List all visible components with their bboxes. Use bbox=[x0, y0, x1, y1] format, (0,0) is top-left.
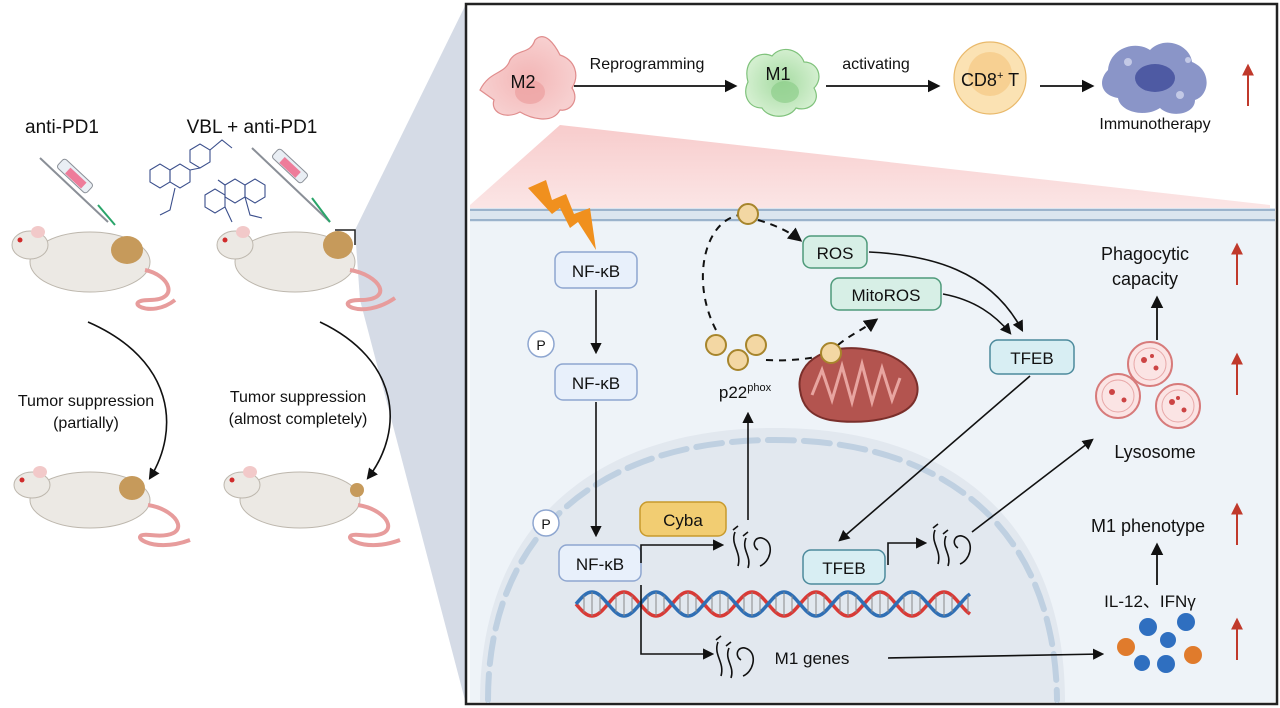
arrow-col1 bbox=[87, 321, 168, 480]
phago-line1: Phagocytic bbox=[1101, 244, 1189, 264]
dashed-path-to-membrane bbox=[702, 214, 741, 331]
syringe-icon bbox=[251, 147, 331, 223]
tfeb-nuclear-label: TFEB bbox=[822, 559, 865, 578]
nfkb-label-1: NF-κB bbox=[572, 262, 620, 281]
immunotherapy-label: Immunotherapy bbox=[1099, 116, 1210, 133]
arrow-mrna-lysosome bbox=[971, 438, 1094, 533]
phago-line2: capacity bbox=[1112, 269, 1178, 289]
p22-membrane-icon bbox=[737, 203, 759, 225]
arrow-m1genes-cytokines bbox=[887, 648, 1105, 660]
zoom-wedge bbox=[355, 4, 466, 704]
dashed-arrow-to-mitoros bbox=[837, 318, 879, 346]
arrow-tfeb-nucleus bbox=[838, 375, 1031, 542]
m1-genes-label: M1 genes bbox=[775, 649, 850, 668]
arrow-ros-tfeb bbox=[868, 251, 1024, 332]
col2-result-line1: Tumor suppression bbox=[230, 389, 366, 406]
mrna-icon bbox=[715, 635, 755, 679]
nfkb-label-2: NF-κB bbox=[572, 374, 620, 393]
p22phox-complex-icon bbox=[705, 334, 767, 371]
mitoros-node bbox=[830, 277, 942, 311]
arrow-col2 bbox=[319, 321, 391, 480]
arrow-mitoros-tfeb bbox=[942, 293, 1012, 335]
nfkb-node-2 bbox=[554, 363, 638, 401]
ros-label: ROS bbox=[817, 244, 854, 263]
mouse-icon bbox=[223, 466, 401, 548]
nfkb-label-3: NF-κB bbox=[576, 555, 624, 574]
m1-macrophage-icon bbox=[745, 48, 820, 117]
m2-macrophage-icon bbox=[479, 36, 577, 120]
nfkb-node-1 bbox=[554, 251, 638, 289]
m1-phenotype-label: M1 phenotype bbox=[1091, 516, 1205, 536]
phospho-badge-2 bbox=[532, 509, 560, 537]
cd8-tcell-icon bbox=[953, 41, 1027, 115]
p22phox-label: p22phox bbox=[719, 382, 772, 402]
m1-label: M1 bbox=[765, 64, 790, 84]
syringe-icon bbox=[39, 157, 116, 226]
ros-node bbox=[802, 235, 868, 269]
beam bbox=[470, 125, 1270, 212]
mitoros-label: MitoROS bbox=[852, 286, 921, 305]
nuclear-envelope bbox=[485, 436, 1060, 703]
mouse-icon bbox=[216, 226, 397, 312]
col1-title: anti-PD1 bbox=[25, 117, 99, 138]
mrna-icon bbox=[932, 523, 972, 567]
tfeb-nuclear-node bbox=[802, 549, 886, 585]
col1-result-line2: (partially) bbox=[53, 415, 119, 432]
tfeb-node bbox=[989, 339, 1075, 375]
tumor-cell-icon bbox=[1102, 42, 1207, 114]
cyba-label: Cyba bbox=[663, 511, 703, 530]
p22-mito-icon bbox=[820, 342, 842, 364]
cytokine-dots-icon bbox=[1117, 613, 1202, 673]
arrow-tfeb-mrna bbox=[887, 537, 928, 565]
nucleus bbox=[480, 428, 1065, 702]
reprogramming-label: Reprogramming bbox=[590, 56, 705, 73]
mouse-icon bbox=[11, 226, 177, 311]
cytokines-label: IL-12、IFNγ bbox=[1104, 592, 1196, 611]
col2-title: VBL + anti-PD1 bbox=[187, 117, 318, 138]
mrna-icon bbox=[732, 525, 772, 569]
lysosome-icon bbox=[1095, 341, 1201, 429]
cd8-label: CD8+ T bbox=[961, 70, 1019, 90]
cyba-node bbox=[639, 501, 727, 537]
col2-result-line2: (almost completely) bbox=[229, 411, 368, 428]
lysosome-label: Lysosome bbox=[1114, 442, 1195, 462]
activating-label: activating bbox=[842, 56, 910, 73]
mouse-icon bbox=[13, 466, 191, 548]
phospho-label-1: P bbox=[536, 337, 545, 353]
stimulus-lightning-icon bbox=[528, 180, 596, 250]
m2-label: M2 bbox=[510, 72, 535, 92]
arrow-nfkb-cyba-mrna bbox=[640, 539, 725, 563]
arrow-nfkb-m1genes bbox=[640, 585, 715, 660]
phospho-label-2: P bbox=[541, 516, 550, 532]
tfeb-label: TFEB bbox=[1010, 349, 1053, 368]
vbl-structure-icon bbox=[149, 139, 266, 223]
col1-result-line1: Tumor suppression bbox=[18, 393, 154, 410]
phospho-badge-1 bbox=[527, 330, 555, 358]
cell-membrane bbox=[470, 208, 1275, 222]
dashed-arrow-to-ros bbox=[757, 219, 803, 242]
